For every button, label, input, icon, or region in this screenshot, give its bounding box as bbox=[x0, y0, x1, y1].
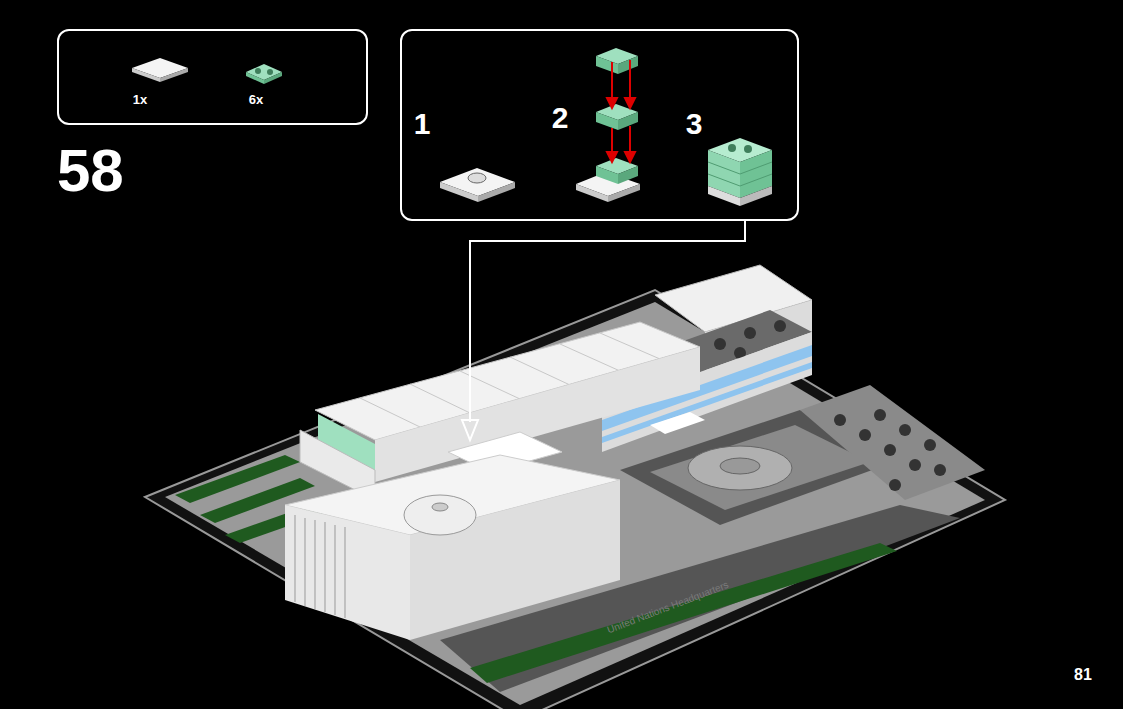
tile-part bbox=[160, 68, 188, 82]
stud bbox=[744, 145, 752, 153]
part-count: 6x bbox=[249, 93, 263, 106]
building bbox=[410, 480, 620, 640]
plate bbox=[478, 182, 515, 202]
dome bbox=[432, 503, 448, 511]
stacked-plates bbox=[708, 186, 740, 206]
part-count: 1x bbox=[133, 93, 147, 106]
plate bbox=[576, 184, 608, 202]
stud bbox=[255, 68, 261, 74]
tile-part bbox=[132, 58, 188, 78]
green-plates bbox=[596, 48, 638, 184]
plate-part bbox=[264, 72, 282, 84]
substep-number: 3 bbox=[686, 109, 703, 139]
baseplate-inscription: United Nations Headquarters bbox=[606, 580, 730, 636]
dome bbox=[404, 495, 476, 535]
plate bbox=[800, 385, 985, 500]
building bbox=[285, 505, 410, 640]
studs bbox=[834, 409, 946, 491]
building bbox=[650, 412, 705, 434]
building bbox=[375, 347, 700, 482]
plate bbox=[608, 184, 640, 202]
substep-number: 2 bbox=[552, 103, 569, 133]
callout-box: 1x 6x bbox=[57, 29, 368, 125]
page-number: 81 bbox=[1074, 667, 1092, 683]
step-number: 58 bbox=[57, 141, 124, 201]
plate-lines bbox=[708, 162, 772, 186]
red-arrows bbox=[607, 60, 635, 162]
callout-box: 1 2 3 bbox=[400, 29, 799, 221]
stacked-plates bbox=[740, 186, 772, 206]
stud bbox=[267, 69, 273, 75]
baseplate bbox=[145, 290, 1005, 709]
plate-part bbox=[246, 72, 264, 84]
substep-number: 1 bbox=[414, 109, 431, 139]
stud bbox=[468, 173, 486, 183]
leader-line bbox=[470, 221, 745, 422]
fountain bbox=[720, 458, 760, 474]
plate bbox=[440, 182, 478, 202]
tile-part bbox=[132, 68, 160, 82]
facade-lines bbox=[295, 515, 345, 618]
ground bbox=[165, 302, 985, 705]
fountain bbox=[688, 446, 792, 490]
stud bbox=[728, 144, 736, 152]
leader-arrow bbox=[462, 420, 478, 440]
